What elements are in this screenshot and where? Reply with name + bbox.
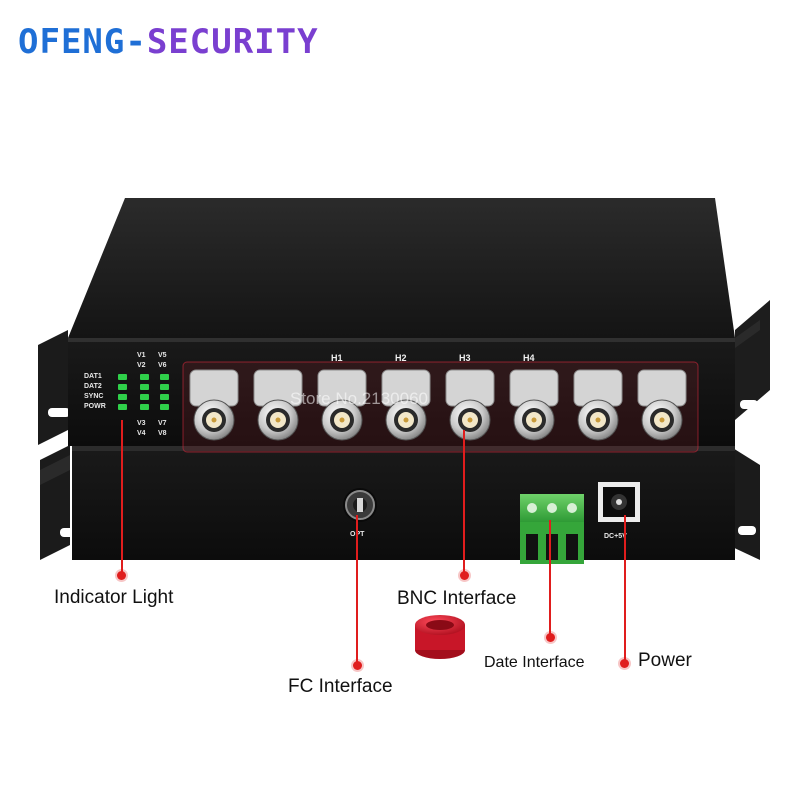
callout-dot-fc [353, 661, 362, 670]
red-dust-cap [415, 615, 465, 659]
video-label-v2: V2 [137, 362, 146, 369]
fc-optical-port: OPT [343, 488, 377, 538]
channel-label-h2: H2 [395, 353, 407, 363]
video-label-v7: V7 [158, 420, 167, 427]
callout-indicator-light: Indicator Light [54, 587, 174, 608]
led-indicator [140, 394, 149, 400]
data-terminal-block [520, 494, 584, 564]
bnc-connector [381, 369, 431, 441]
led-indicator [118, 394, 127, 400]
led-indicator [140, 384, 149, 390]
video-label-v4: V4 [137, 430, 146, 437]
bnc-connector [637, 369, 687, 441]
video-label-v6: V6 [158, 362, 167, 369]
led-indicator [140, 404, 149, 410]
dc-label: DC+5V [604, 533, 627, 540]
brand-part1: OFENG- [18, 22, 147, 62]
video-label-v8: V8 [158, 430, 167, 437]
indicator-panel: DAT1 DAT2 SYNC POWR V1 V2 V5 V6 V3 V4 V7… [84, 352, 169, 437]
callout-bnc-interface: BNC Interface [397, 588, 517, 609]
led-indicator [118, 404, 127, 410]
upper-unit [38, 198, 770, 446]
bnc-connector [573, 369, 623, 441]
callout-fc-interface: FC Interface [288, 676, 393, 697]
video-label-v1: V1 [137, 352, 146, 359]
led-array [118, 374, 169, 410]
channel-label-h1: H1 [331, 353, 343, 363]
dc-power-jack: DC+5V [598, 482, 640, 540]
bnc-highlight-box [182, 361, 699, 453]
bnc-connector [509, 369, 559, 441]
led-indicator [160, 374, 169, 380]
indicator-label-dat2: DAT2 [84, 383, 102, 390]
video-label-v5: V5 [158, 352, 167, 359]
lower-unit [40, 445, 760, 560]
store-watermark: Store No.2130060 [290, 389, 428, 408]
video-label-v3: V3 [137, 420, 146, 427]
callout-dot-date [546, 633, 555, 642]
led-indicator [160, 384, 169, 390]
indicator-label-powr: POWR [84, 403, 106, 410]
channel-label-h4: H4 [523, 353, 535, 363]
led-indicator [118, 384, 127, 390]
led-indicator [160, 394, 169, 400]
bnc-connector [253, 369, 303, 441]
callout-dot-power [620, 659, 629, 668]
bnc-connector [445, 369, 495, 441]
callout-date-interface: Date Interface [484, 654, 585, 671]
led-indicator [140, 374, 149, 380]
callout-dot-bnc [460, 571, 469, 580]
led-indicator [160, 404, 169, 410]
callout-power: Power [638, 650, 692, 671]
led-indicator [118, 374, 127, 380]
callout-dot-indicator [117, 571, 126, 580]
brand-logo: OFENG-SECURITY [18, 22, 319, 62]
indicator-label-dat1: DAT1 [84, 373, 102, 380]
bnc-connector-row [189, 369, 687, 441]
indicator-label-sync: SYNC [84, 393, 103, 400]
callout-lines [121, 420, 626, 665]
bnc-connector [317, 369, 367, 441]
brand-part2: SECURITY [146, 22, 319, 62]
bnc-connector [189, 369, 239, 441]
channel-label-h3: H3 [459, 353, 471, 363]
